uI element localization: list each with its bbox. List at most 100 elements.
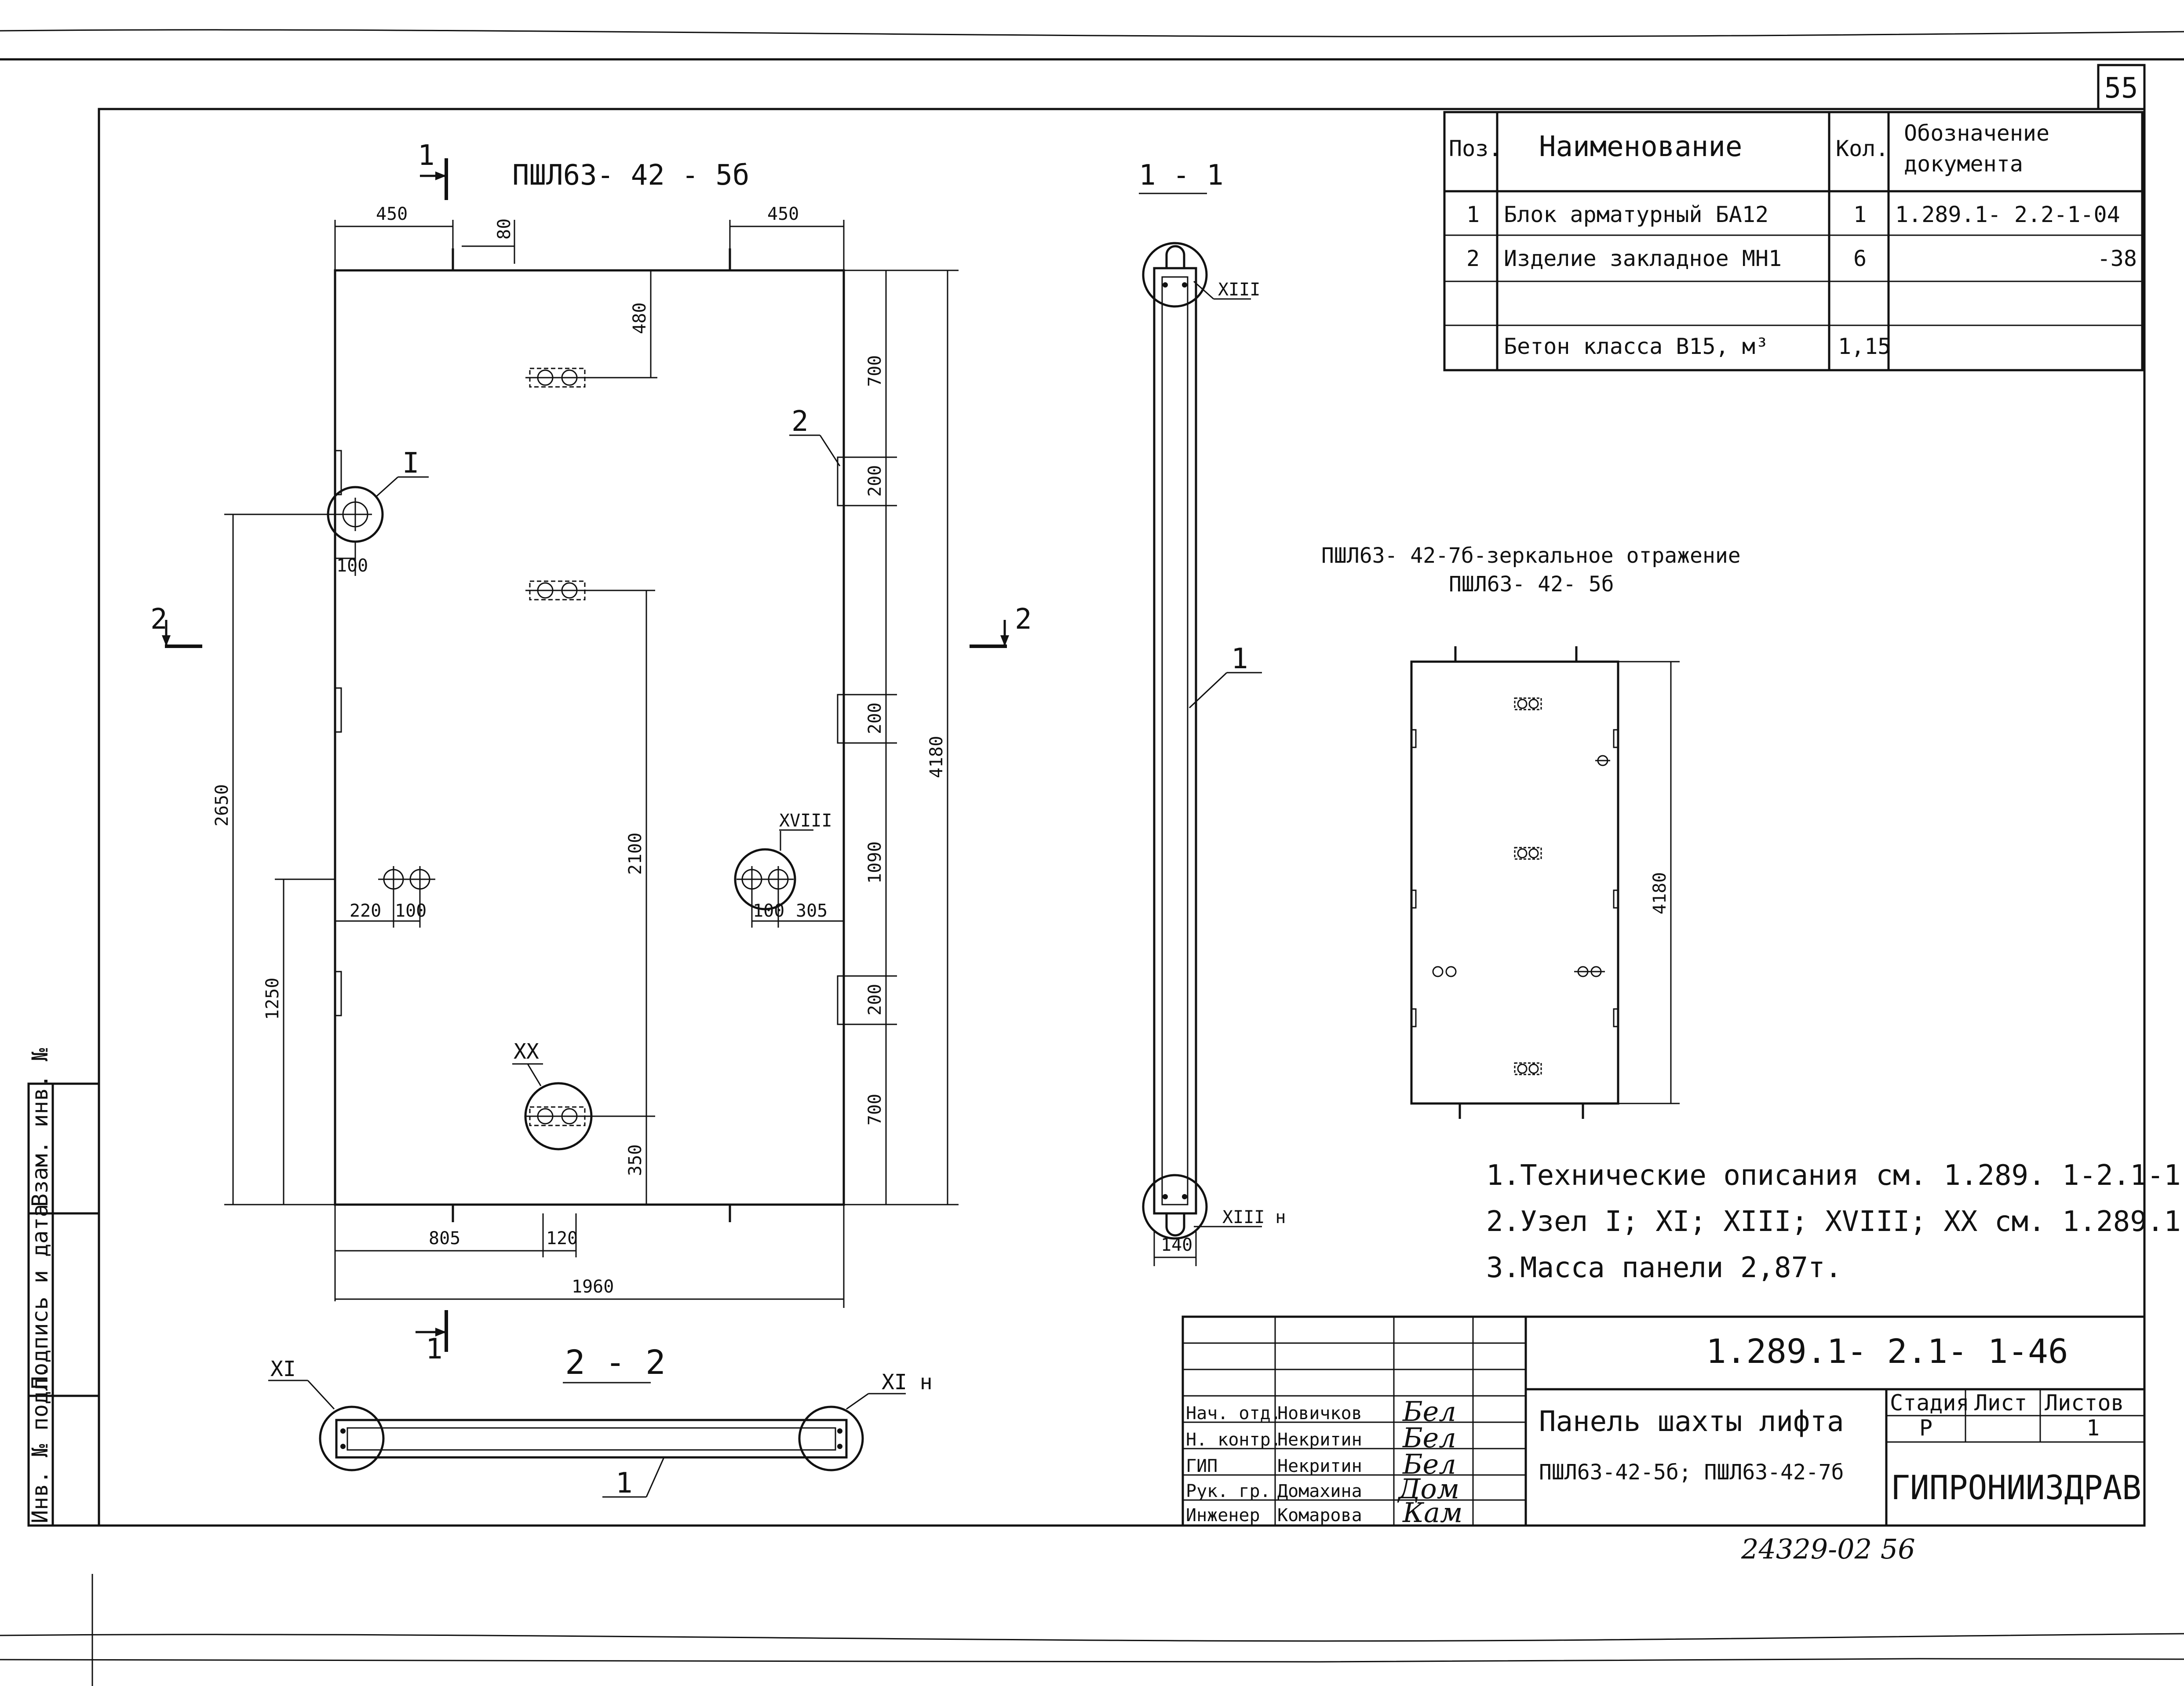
title-block: 1.289.1- 2.1- 1-46 Панель шахты лифта ПШ… [1181, 1315, 2146, 1529]
title-name-2: ПШЛ63-42-5б; ПШЛ63-42-7б [1539, 1460, 1844, 1485]
svg-text:700: 700 [865, 1094, 885, 1125]
svg-text:XVIII: XVIII [779, 811, 832, 831]
svg-text:2: 2 [1015, 603, 1032, 636]
svg-text:700: 700 [865, 355, 885, 387]
main-panel-view: ПШЛ63- 42 - 5б 1 1 2 2 [150, 139, 1032, 1366]
svg-text:1: 1 [1231, 643, 1248, 675]
node-XI: XI [270, 1357, 296, 1381]
drawing-frame [98, 108, 2146, 1527]
side-stamp-sign-date: Подпись и дата [27, 1204, 53, 1389]
title-stage-value: Р [1919, 1415, 1932, 1441]
section-1-1-title: 1 - 1 [1139, 159, 1224, 192]
spec-row-2-doc: -38 [2097, 246, 2137, 271]
svg-text:Инженер: Инженер [1186, 1505, 1260, 1526]
embedded-item-bottom [525, 1106, 589, 1126]
svg-text:Бел: Бел [1402, 1422, 1456, 1454]
spec-row-1-doc: 1.289.1- 2.2-1-04 [1895, 202, 2120, 227]
svg-text:4180: 4180 [1650, 872, 1670, 914]
spec-header-doc-2: документа [1904, 151, 2023, 177]
svg-text:2100: 2100 [625, 833, 645, 875]
svg-text:2: 2 [791, 405, 809, 438]
mirror-caption-line1: ПШЛ63- 42-7б-зеркальное отражение [1321, 543, 1741, 568]
side-stamp-inv-no: Инв. № подл. [27, 1365, 53, 1523]
svg-text:Кам: Кам [1402, 1497, 1462, 1529]
sheet-number-box: 55 [2097, 64, 2146, 110]
svg-text:XX: XX [514, 1039, 539, 1064]
cut-mark-1-top: 1 [418, 139, 448, 200]
title-name-1: Панель шахты лифта [1539, 1406, 1844, 1438]
sheet-number: 55 [2104, 72, 2138, 105]
svg-text:Н. контр.: Н. контр. [1186, 1430, 1281, 1450]
spec-row-1-name: Блок арматурный БА12 [1504, 202, 1768, 227]
mirror-caption-line2: ПШЛ63- 42- 5б [1449, 572, 1614, 597]
node-XIII: XIII [1218, 280, 1260, 300]
title-code: 1.289.1- 2.1- 1-46 [1706, 1332, 2068, 1371]
note-3: 3.Масса панели 2,87т. [1486, 1252, 1842, 1284]
mirror-plates [1411, 729, 1619, 1027]
embedded-item-middle [525, 580, 589, 601]
notes: 1.Технические описания см. 1.289. 1-2.1-… [1486, 1159, 2184, 1284]
svg-text:Рук. гр.: Рук. гр. [1186, 1481, 1271, 1501]
title-stage-label: Стадия [1890, 1390, 1969, 1416]
cut-mark-2-right: 2 [970, 603, 1032, 648]
pos-2-leader: 2 [789, 405, 841, 466]
svg-text:I: I [402, 447, 419, 480]
svg-text:200: 200 [865, 703, 885, 734]
svg-text:1: 1 [616, 1467, 633, 1500]
note-2: 2.Узел I; XI; XIII; XVIII; XX см. 1.289.… [1486, 1205, 2184, 1238]
svg-text:140: 140 [1161, 1235, 1192, 1255]
svg-text:805: 805 [429, 1228, 460, 1249]
svg-text:100: 100 [336, 556, 368, 576]
svg-text:Некритин: Некритин [1277, 1430, 1362, 1450]
embedded-item-right-pair [737, 866, 794, 892]
svg-text:Дом: Дом [1397, 1473, 1459, 1505]
section-2-2: 2 - 2 XI XI н 1 [268, 1343, 933, 1500]
section-2-2-title: 2 - 2 [565, 1343, 666, 1382]
side-stamp: Взам. инв. № Подпись и дата Инв. № подл. [27, 1048, 100, 1527]
svg-text:1250: 1250 [263, 978, 283, 1020]
svg-text:480: 480 [630, 302, 650, 334]
spec-row-4-name: Бетон класса В15, м³ [1504, 334, 1768, 359]
svg-text:Домахина: Домахина [1277, 1481, 1362, 1501]
node-XI-n: XI н [882, 1370, 933, 1395]
node-XIII-n: XIII н [1222, 1207, 1286, 1227]
svg-text:Комарова: Комарова [1277, 1505, 1362, 1526]
svg-text:1: 1 [426, 1333, 443, 1366]
node-callout-XVIII: XVIII [734, 811, 832, 910]
spec-header-qty: Кол. [1836, 136, 1889, 161]
svg-text:200: 200 [865, 984, 885, 1016]
svg-text:2650: 2650 [212, 784, 232, 827]
svg-text:450: 450 [376, 204, 408, 224]
embedded-plates-right [837, 456, 845, 1025]
spec-row-1-qty: 1 [1853, 202, 1867, 227]
svg-text:1: 1 [418, 139, 435, 172]
section-1-1: 1 - 1 XIII XIII н 1 140 [1139, 159, 1286, 1266]
archive-number: 24329-02 56 [1741, 1533, 1915, 1565]
embedded-item-left-pair [378, 866, 435, 892]
svg-text:100: 100 [395, 901, 427, 921]
svg-text:450: 450 [767, 204, 799, 224]
title-sheets-value: 1 [2086, 1415, 2100, 1441]
svg-text:100: 100 [753, 901, 784, 921]
spec-header-doc-1: Обозначение [1904, 120, 2049, 146]
panel-outline [334, 269, 845, 1206]
embedded-item-top [525, 368, 589, 388]
spec-row-1-pos: 1 [1466, 202, 1480, 227]
svg-text:Бел: Бел [1402, 1448, 1456, 1480]
svg-text:4180: 4180 [926, 736, 947, 778]
svg-text:Бел: Бел [1402, 1395, 1456, 1427]
svg-text:305: 305 [796, 901, 828, 921]
main-view-title: ПШЛ63- 42 - 5б [512, 159, 749, 192]
svg-text:350: 350 [625, 1144, 645, 1176]
dimension-texts: 450 80 450 480 700 200 100 2650 2100 200… [212, 204, 947, 1297]
svg-text:200: 200 [865, 465, 885, 497]
cut-mark-1-bottom: 1 [416, 1310, 448, 1366]
svg-text:Новичков: Новичков [1277, 1403, 1362, 1424]
cut-mark-2-left: 2 [150, 603, 202, 648]
title-sheets-label: Листов [2045, 1390, 2124, 1416]
svg-text:2: 2 [150, 603, 168, 636]
svg-text:80: 80 [494, 218, 514, 240]
dimension-lines [224, 220, 959, 1308]
svg-text:Некритин: Некритин [1277, 1456, 1362, 1476]
